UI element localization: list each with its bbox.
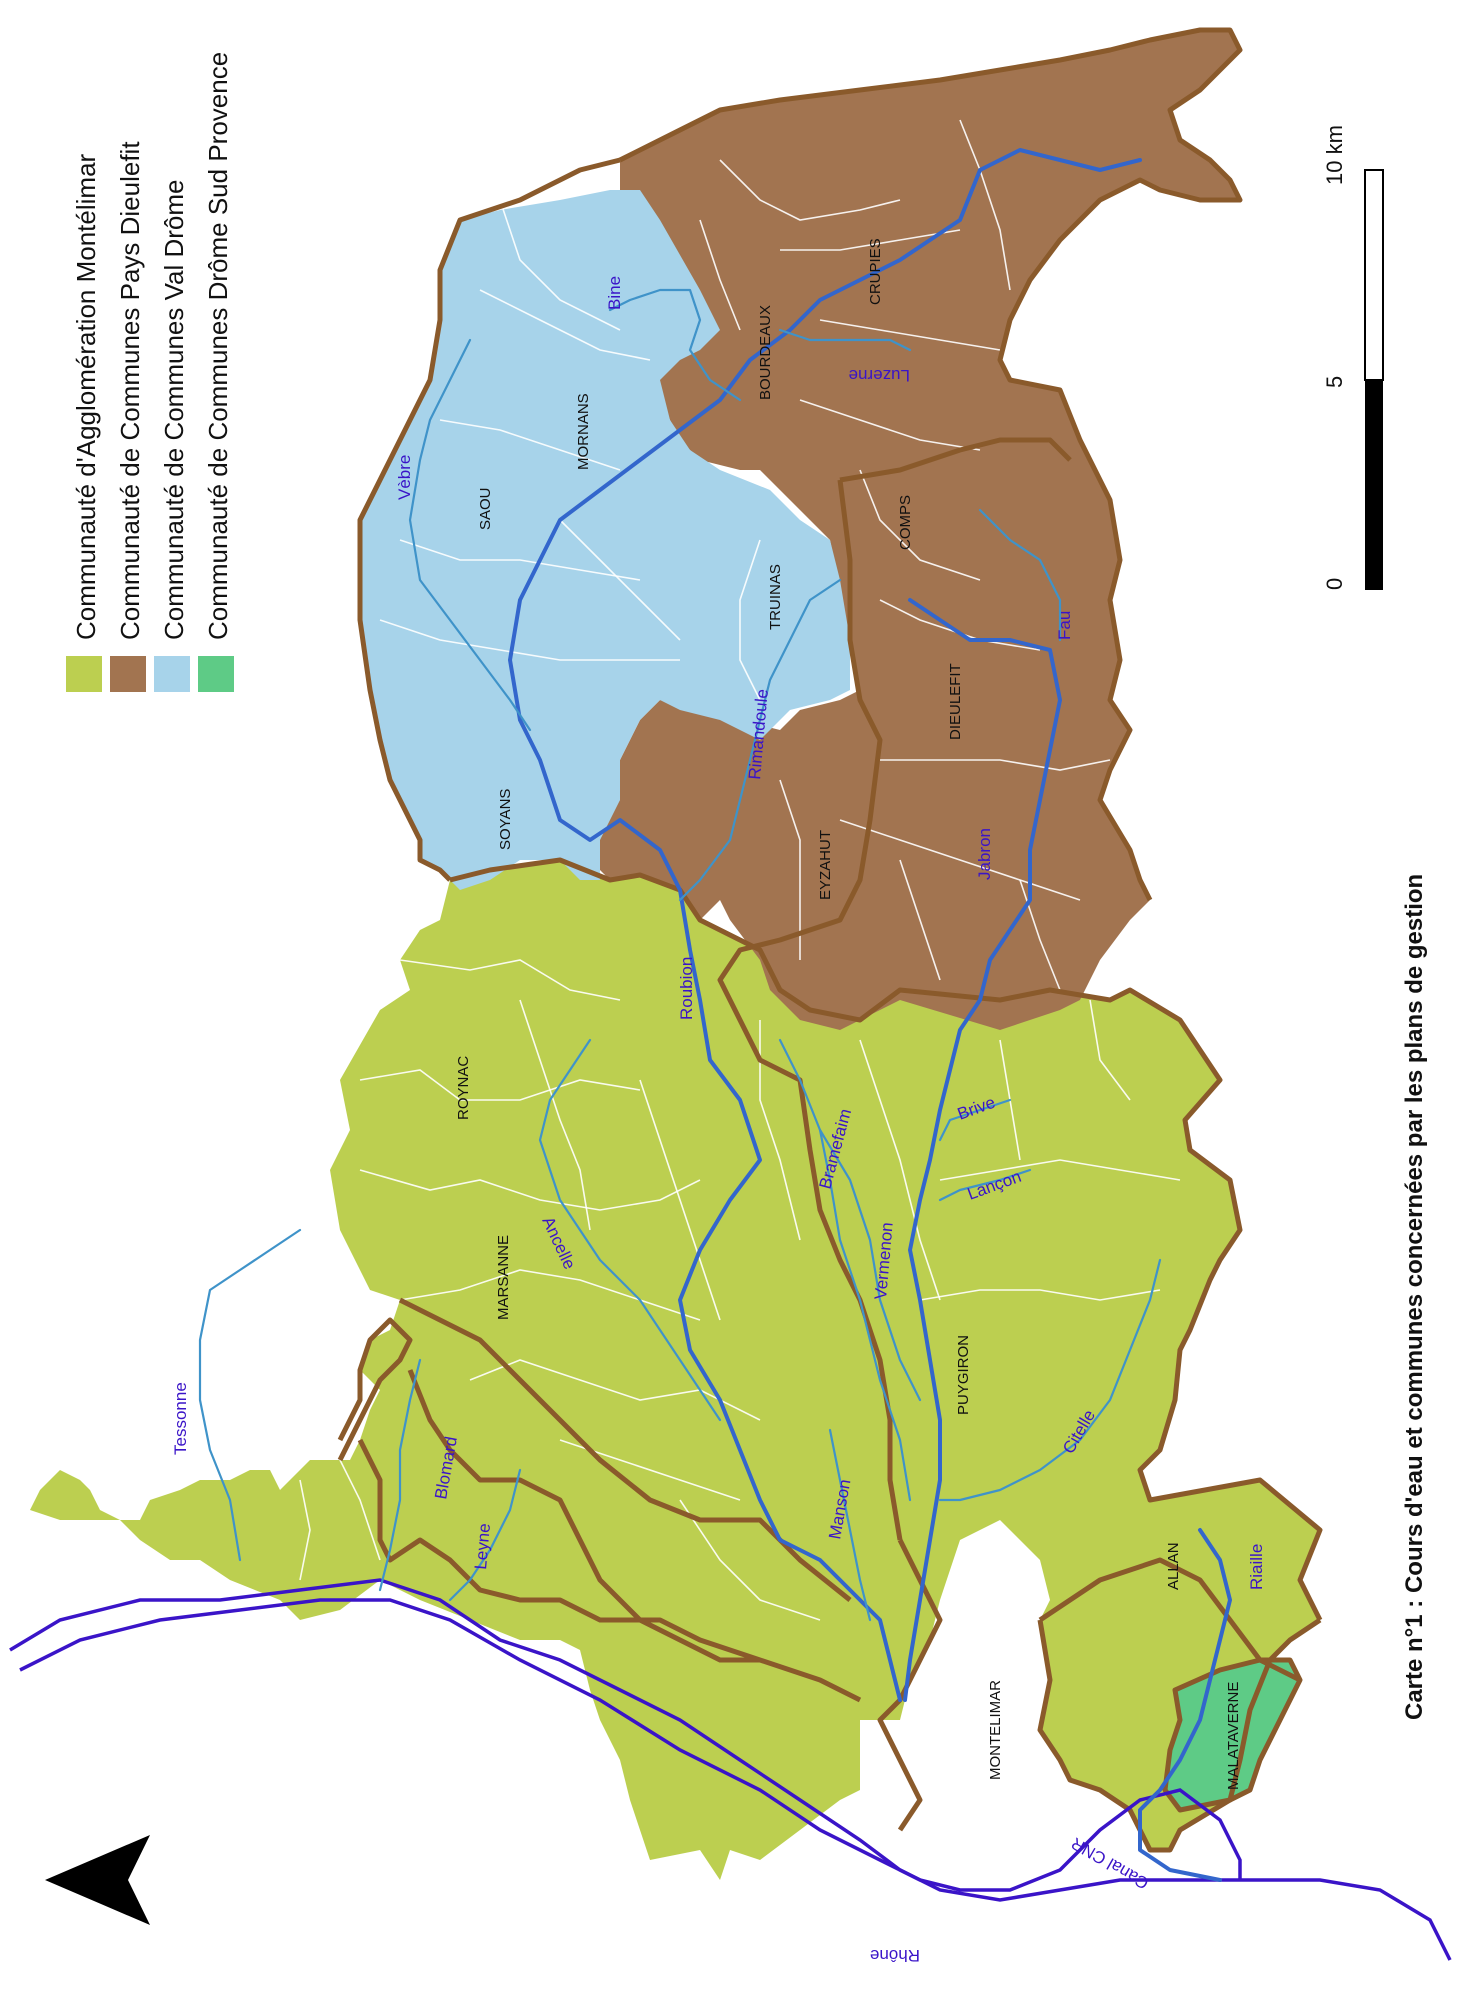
commune-label-comps: COMPS (897, 495, 914, 550)
scale-tick-0: 0 (1322, 578, 1347, 590)
bine-river (608, 288, 742, 402)
territories (30, 30, 1320, 1880)
vermenon-river (818, 1128, 922, 1402)
scale-bar-black (1365, 380, 1383, 590)
territory-drome-sud-provence (1165, 1660, 1300, 1810)
legend-label-dieulefit: Communauté de Communes Pays Dieulefit (115, 141, 145, 640)
boundary-agglo-inner2 (407, 1369, 760, 1663)
commune-label-montelimar: MONTELIMAR (987, 1680, 1004, 1780)
scale-tick-5: 5 (1322, 376, 1347, 388)
legend-label-agglo: Communauté d'Agglomération Montélimar (71, 153, 101, 640)
legend: Communauté d'Agglomération Montélimar Co… (66, 52, 234, 692)
commune-label-puygiron: PUYGIRON (955, 1335, 972, 1415)
boundary-comps (839, 437, 1072, 483)
river-label-jabron: Jabron (975, 828, 994, 880)
boundary-dieulefit-west (717, 479, 903, 1541)
jabron-river (903, 598, 1062, 1702)
north-arrow-icon (45, 1835, 150, 1925)
boundary-tessonne-zone (337, 1317, 413, 1462)
river-label-bine: Bine (605, 276, 624, 310)
scale-tick-10: 10 km (1322, 125, 1347, 185)
manson-river (828, 1428, 872, 1622)
commune-label-mornans: MORNANS (575, 393, 592, 470)
commune-label-bourdeaux: BOURDEAUX (757, 305, 774, 400)
citelle-river (938, 1258, 1162, 1502)
commune-label-crupies: CRUPIES (867, 238, 884, 305)
commune-labels: ROYNAC MARSANNE PUYGIRON MONTELIMAR ALLA… (455, 238, 1242, 1790)
river-label-vebre: Vèbre (395, 455, 414, 500)
commune-label-malataverne: MALATAVERNE (1225, 1682, 1242, 1790)
commune-label-eyzahut: EYZAHUT (817, 830, 834, 900)
commune-label-roynac: ROYNAC (455, 1056, 472, 1120)
roubion-river (508, 148, 1142, 1702)
legend-swatch-dsp (198, 656, 234, 692)
ancelle-river (538, 1038, 722, 1422)
river-label-fau: Fau (1055, 611, 1074, 640)
map-caption: Carte n°1 : Cours d'eau et communes conc… (1401, 874, 1428, 1720)
rimandoule-river (678, 578, 842, 902)
vebre-river (408, 338, 532, 732)
boundary-malataverne (1162, 1657, 1303, 1813)
tessonne-river (198, 1228, 302, 1562)
blomard-river (378, 1358, 422, 1592)
riaille-river (1138, 1528, 1232, 1882)
river-label-tessonne: Tessonne (171, 1382, 190, 1455)
territory-agglo-montelimar (30, 860, 1320, 1880)
legend-swatch-valdrome (154, 656, 190, 692)
river-label-luzerne: Luzerne (849, 366, 910, 385)
fau-river (978, 508, 1062, 642)
commune-label-allan: ALLAN (1165, 1542, 1182, 1590)
river-label-rhone: Rhône (870, 1946, 920, 1965)
commune-boundaries (299, 119, 1181, 1621)
rhone-river (9, 1578, 1452, 1961)
leyne-river (448, 1468, 522, 1602)
boundary-south (1037, 1617, 1322, 1853)
lancon-river (938, 1168, 1032, 1202)
legend-swatch-dieulefit (110, 656, 146, 692)
scale-bar-white (1364, 169, 1384, 381)
river-label-riaille: Riaille (1247, 1544, 1266, 1590)
legend-swatch-agglo (66, 656, 102, 692)
territory-val-drome (360, 190, 850, 890)
bramefaim-river (778, 1038, 912, 1502)
scale-bar: 0 5 10 km (1322, 125, 1384, 590)
legend-label-valdrome: Communauté de Communes Val Drôme (159, 180, 189, 640)
commune-label-truinas: TRUINAS (767, 564, 784, 630)
commune-label-marsanne: MARSANNE (495, 1235, 512, 1320)
territory-pays-dieulefit (590, 30, 1240, 1030)
boundary-agglo-inner3 (357, 1438, 862, 1703)
brive-river (938, 1098, 1012, 1142)
legend-label-dsp: Communauté de Communes Drôme Sud Provenc… (203, 52, 233, 640)
luzerne-river (778, 328, 912, 352)
boundary-dieulefit-outer (618, 27, 1243, 902)
commune-label-soyans: SOYANS (497, 789, 514, 850)
rivers (9, 148, 1452, 1961)
commune-label-dieulefit: DIEULEFIT (947, 663, 964, 740)
boundary-agglo-inner (398, 1297, 852, 1602)
river-label-leyne: Leyne (471, 1523, 494, 1571)
boundary-outer (449, 857, 1323, 1622)
commune-label-saou: SAOU (477, 487, 494, 530)
river-label-roubion: Roubion (677, 957, 696, 1020)
boundary-valdrome-outer (357, 157, 621, 882)
